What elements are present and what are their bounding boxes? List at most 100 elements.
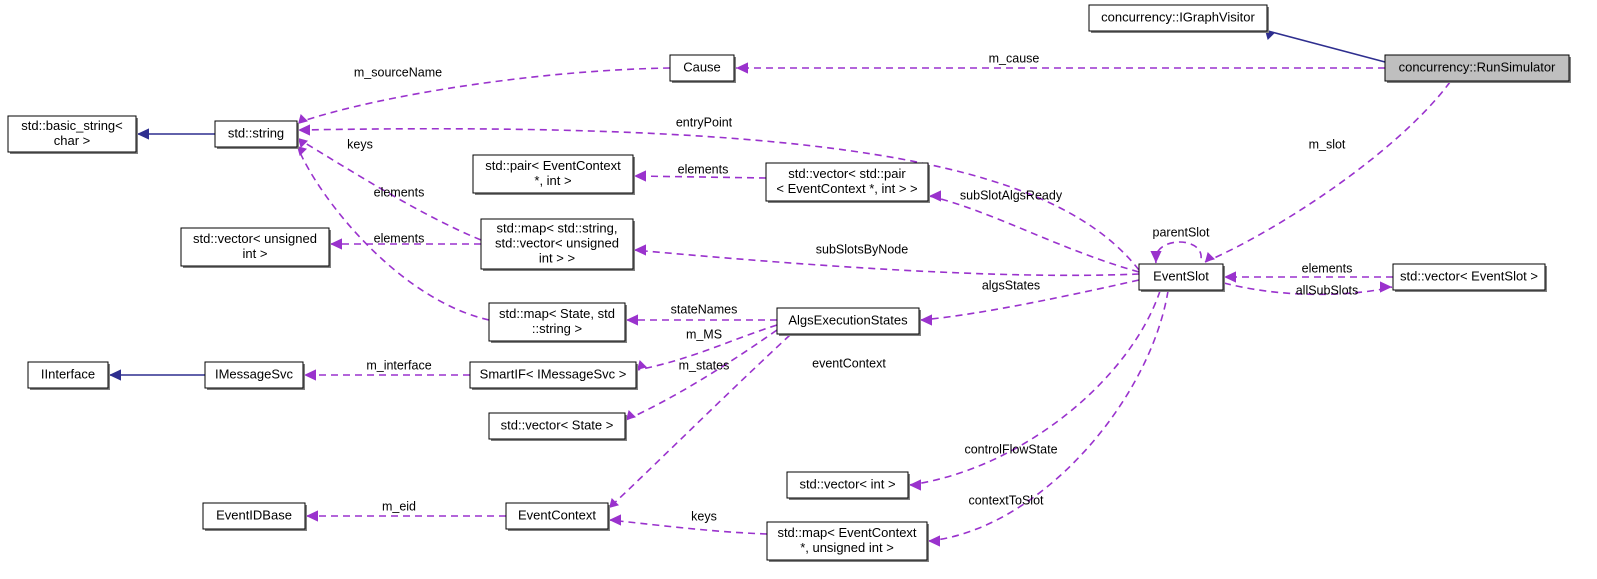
edge-label-e-cause-sourcename: m_sourceName [354,65,442,79]
node-vector_pair[interactable]: std::vector< std::pair< EventContext *, … [765,162,930,203]
node-label: IMessageSvc [215,366,294,381]
node-box[interactable] [765,162,929,202]
arrowhead-e-string-entrypoint [298,124,310,136]
node-imessagesvc[interactable]: IMessageSvc [204,361,305,390]
edge-label-e-contexttoslot: contextToSlot [968,493,1044,507]
node-eventslot[interactable]: EventSlot [1138,263,1225,292]
edge-line-usage [1204,81,1451,263]
edge-e-igv-runsim [1265,30,1386,63]
node-box[interactable] [472,154,634,194]
edge-e-basicstring-string [137,128,215,140]
edge-e-eventcontext [608,334,791,509]
node-box[interactable] [204,361,304,389]
node-label: < EventContext *, int > > [776,181,917,196]
node-box[interactable] [214,120,298,148]
edge-e-algsstates [919,279,1140,326]
node-box[interactable] [7,115,137,153]
edge-e-subslotsbynode [633,244,1140,277]
node-label: concurrency::IGraphVisitor [1101,9,1255,24]
edge-e-controlflowstate [908,290,1161,491]
edge-label-e-controlflowstate: controlFlowState [964,442,1057,456]
arrowhead-e-m-eid [306,510,318,522]
node-label: IInterface [41,366,95,381]
node-map_evtctx_uint[interactable]: std::map< EventContext*, unsigned int > [766,521,929,562]
edge-line-usage [927,290,1169,542]
edge-label-e-elements-vecslot: elements [1302,261,1353,275]
node-label: std::map< std::string, [496,220,617,235]
arrowhead-e-vecuint-elements [330,238,342,250]
node-box[interactable] [505,502,609,530]
edge-label-e-m-ms: m_MS [686,327,722,341]
node-label: std::vector< int > [799,476,895,491]
arrowhead-e-pair-elements [634,170,646,182]
node-box[interactable] [1138,263,1224,291]
arrowhead-e-runsim-cause [736,62,748,74]
edge-line-usage [633,175,767,179]
arrowhead-e-subslotsbynode [634,244,646,256]
arrowhead-e-elements-vecslot [1224,271,1236,283]
edge-line-usage [928,195,1140,273]
node-eventcontext[interactable]: EventContext [505,502,610,531]
node-pair_evtctx_int[interactable]: std::pair< EventContext*, int > [472,154,635,195]
arrowhead-e-eventcontext [609,498,619,508]
node-box[interactable] [786,471,909,499]
node-igraphvisitor[interactable]: concurrency::IGraphVisitor [1088,4,1269,33]
arrowhead-e-statenames [626,314,638,326]
node-box[interactable] [180,227,330,267]
node-vector_int[interactable]: std::vector< int > [786,471,910,500]
edge-line-usage [908,290,1161,486]
node-box[interactable] [488,412,626,440]
edge-e-iinterface-imsgsvc [109,369,205,381]
node-cause[interactable]: Cause [669,54,736,83]
edge-e-elements-vecslot [1224,271,1393,283]
edge-line-usage [1155,241,1202,264]
node-box[interactable] [669,54,735,82]
node-iinterface[interactable]: IInterface [27,361,110,390]
edge-line-usage [299,139,482,241]
arrowhead-e-cause-sourcename [298,114,308,124]
node-label: EventSlot [1153,268,1209,283]
node-algsexecstates[interactable]: AlgsExecutionStates [776,307,921,336]
arrowhead-e-m-slot [1205,252,1215,262]
edge-e-string-keys [298,138,482,241]
arrowhead-e-keys-evtctx [609,514,621,526]
node-label: AlgsExecutionStates [788,312,908,327]
node-box[interactable] [776,307,920,335]
node-smartif_imsgsvc[interactable]: SmartIF< IMessageSvc > [469,361,638,390]
node-box[interactable] [469,361,637,389]
node-label: std::map< State, std [499,306,615,321]
node-string[interactable]: std::string [214,120,299,149]
node-runsimulator[interactable]: concurrency::RunSimulator [1384,54,1571,83]
arrowhead-e-iinterface-imsgsvc [109,369,121,381]
node-map_str_vecuint[interactable]: std::map< std::string,std::vector< unsig… [480,218,635,271]
edge-label-e-string-keys: keys [347,137,373,151]
node-box[interactable] [1088,4,1268,32]
node-box[interactable] [1384,54,1570,82]
edge-label-e-runsim-cause: m_cause [989,51,1040,65]
node-box[interactable] [202,502,306,530]
node-label: *, int > [534,173,571,188]
edge-label-e-m-slot: m_slot [1309,137,1346,151]
node-label: EventContext [518,507,596,522]
node-basic_string[interactable]: std::basic_string<char > [7,115,138,154]
edge-e-contexttoslot [927,290,1169,547]
node-vector_state[interactable]: std::vector< State > [488,412,627,441]
node-box[interactable] [766,521,928,561]
node-eventidbase[interactable]: EventIDBase [202,502,307,531]
node-box[interactable] [1392,263,1546,291]
edge-e-keys-evtctx [608,514,768,535]
edge-e-cause-sourcename [298,67,671,124]
arrowhead-e-m-interface [304,369,316,381]
node-vector_eventslot[interactable]: std::vector< EventSlot > [1392,263,1547,292]
node-box[interactable] [27,361,109,389]
node-map_state_string[interactable]: std::map< State, std::string > [488,302,627,343]
edge-e-allsubslots [1223,281,1393,296]
node-label: std::map< EventContext [777,525,916,540]
node-box[interactable] [488,302,626,342]
edge-label-e-vecuint-elements: elements [374,231,425,245]
arrowhead-e-basicstring-string [137,128,149,140]
node-box[interactable] [480,218,634,270]
edge-e-m-slot [1204,81,1451,263]
